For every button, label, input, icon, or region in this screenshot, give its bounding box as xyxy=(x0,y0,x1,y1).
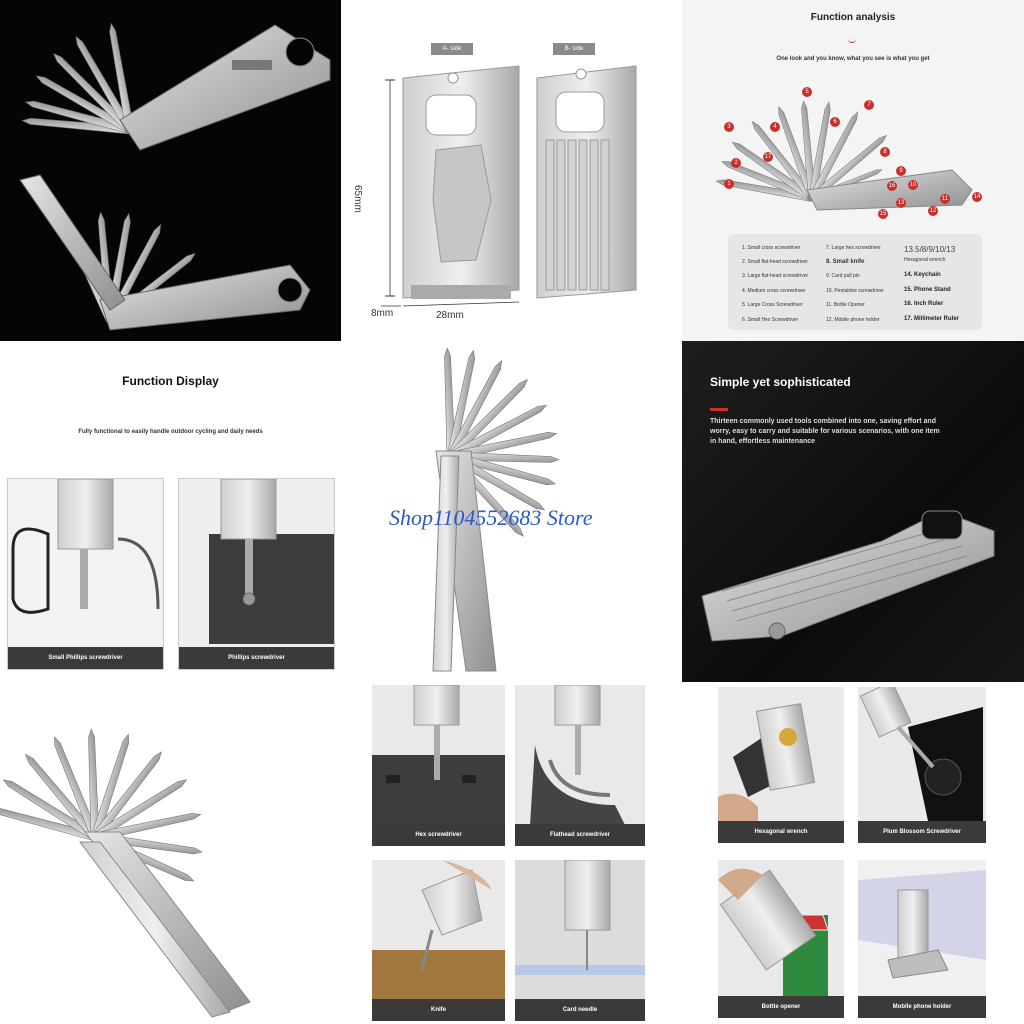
usage-grid-right: Hexagonal wrench Plum Blossom Screwdrive… xyxy=(682,682,1024,1024)
caption-small-phillips: Small Phillips screwdriver xyxy=(8,647,163,669)
badge-12: 12 xyxy=(928,206,938,216)
badge-6: 6 xyxy=(830,117,840,127)
function-display-panel: Function Display Fully functional to eas… xyxy=(0,341,341,682)
function-display-title: Function Display xyxy=(122,374,219,388)
badge-5: 5 xyxy=(802,87,812,97)
badge-17: 17 xyxy=(763,152,773,162)
legend-11: 11. Bottle Opener xyxy=(826,302,865,308)
width-dimension: 28mm xyxy=(436,310,464,321)
legend-7: 7. Large hex screwdriver xyxy=(826,245,881,251)
photo-hex-screwdriver: Hex screwdriver xyxy=(372,685,505,846)
a-side-label: A- side xyxy=(431,43,473,55)
height-dimension: 65mm xyxy=(352,185,363,213)
badge-1: 1 xyxy=(724,179,734,189)
caption-knife: Knife xyxy=(372,999,505,1021)
photo-knife: Knife xyxy=(372,860,505,1021)
simple-title: Simple yet sophisticated xyxy=(710,375,851,389)
legend-17: 17. Millimeter Ruler xyxy=(904,316,960,322)
caption-flathead-screwdriver: Flathead screwdriver xyxy=(515,824,645,846)
legend-12: 12. Mobile phone holder xyxy=(826,317,880,323)
badge-13: 13 xyxy=(896,198,906,208)
badge-3: 3 xyxy=(724,122,734,132)
legend-3: 3. Large flat-head screwdriver xyxy=(742,273,809,279)
legend-2: 2. Small flat-head screwdriver xyxy=(742,259,808,265)
caption-plum-screwdriver: Plum Blossom Screwdriver xyxy=(858,821,986,843)
legend-13: 13.5/8/9/10/13 xyxy=(904,245,956,254)
legend-14: 14. Keychain xyxy=(904,272,941,278)
caption-phillips: Phillips screwdriver xyxy=(179,647,334,669)
photo-bottle-opener: Bottle opener xyxy=(718,860,844,1018)
usage-grid-middle: Hex screwdriver Flathead screwdriver Kni… xyxy=(341,682,682,1024)
badge-4: 4 xyxy=(770,122,780,132)
badge-16: 16 xyxy=(887,181,897,191)
legend-8: 8. Small knife xyxy=(826,259,865,265)
legend-1: 1. Small cross screwdriver xyxy=(742,245,801,251)
accent-bar xyxy=(710,408,728,411)
badge-15: 15 xyxy=(878,209,888,219)
legend-9: 9. Card pull pin xyxy=(826,273,860,279)
store-watermark: Shop1104552683 Store xyxy=(389,505,593,530)
simple-sophisticated-panel: Simple yet sophisticated Thirteen common… xyxy=(682,341,1024,682)
badge-7: 7 xyxy=(864,100,874,110)
photo-card-needle: Card needle xyxy=(515,860,645,1021)
photo-hexagonal-wrench: Hexagonal wrench xyxy=(718,687,844,843)
legend-4: 4. Medium cross screwdriver xyxy=(742,288,806,294)
open-tool-photo xyxy=(0,682,341,1024)
function-analysis-title: Function analysis xyxy=(810,12,896,23)
depth-dimension: 8mm xyxy=(371,308,394,319)
fan-tool-photo: Shop1104552683 Store xyxy=(341,341,682,682)
caption-hexagonal-wrench: Hexagonal wrench xyxy=(718,821,844,843)
photo-flathead-screwdriver: Flathead screwdriver xyxy=(515,685,645,846)
function-analysis-subtitle: One look and you know, what you see is w… xyxy=(776,56,930,62)
caption-hex-screwdriver: Hex screwdriver xyxy=(372,824,505,846)
product-photo-dark xyxy=(0,0,341,341)
legend-16: 16. Inch Ruler xyxy=(904,301,944,307)
simple-body: Thirteen commonly used tools combined in… xyxy=(710,418,940,445)
legend-6: 6. Small Hex Screwdriver xyxy=(742,317,799,323)
legend-15: 15. Phone Stand xyxy=(904,287,951,293)
photo-plum-screwdriver: Plum Blossom Screwdriver xyxy=(858,687,986,843)
caption-bottle-opener: Bottle opener xyxy=(718,996,844,1018)
legend-box xyxy=(728,234,982,330)
legend-13b: Hexagonal wrench xyxy=(904,257,946,263)
legend-10: 10. Pentalobe screwdriver xyxy=(826,288,884,294)
photo-phone-holder: Mobile phone holder xyxy=(858,860,986,1018)
badge-9: 9 xyxy=(896,166,906,176)
photo-small-phillips: Small Phillips screwdriver xyxy=(7,478,164,670)
badge-11: 11 xyxy=(940,194,950,204)
accent-arc xyxy=(848,37,856,43)
badge-8: 8 xyxy=(880,147,890,157)
b-side-label: B- side xyxy=(553,43,595,55)
function-display-subtitle: Fully functional to easily handle outdoo… xyxy=(78,429,263,435)
legend-5: 5. Large Cross Screwdriver xyxy=(742,302,803,308)
caption-card-needle: Card needle xyxy=(515,999,645,1021)
badge-10: 10 xyxy=(908,180,918,190)
dimension-diagram: A- side B- side 65mm 8mm 28mm xyxy=(341,0,682,341)
function-analysis-panel: Function analysis One look and you know,… xyxy=(682,0,1024,341)
badge-14: 14 xyxy=(972,192,982,202)
photo-phillips: Phillips screwdriver xyxy=(178,478,335,670)
caption-phone-holder: Mobile phone holder xyxy=(858,996,986,1018)
badge-2: 2 xyxy=(731,158,741,168)
